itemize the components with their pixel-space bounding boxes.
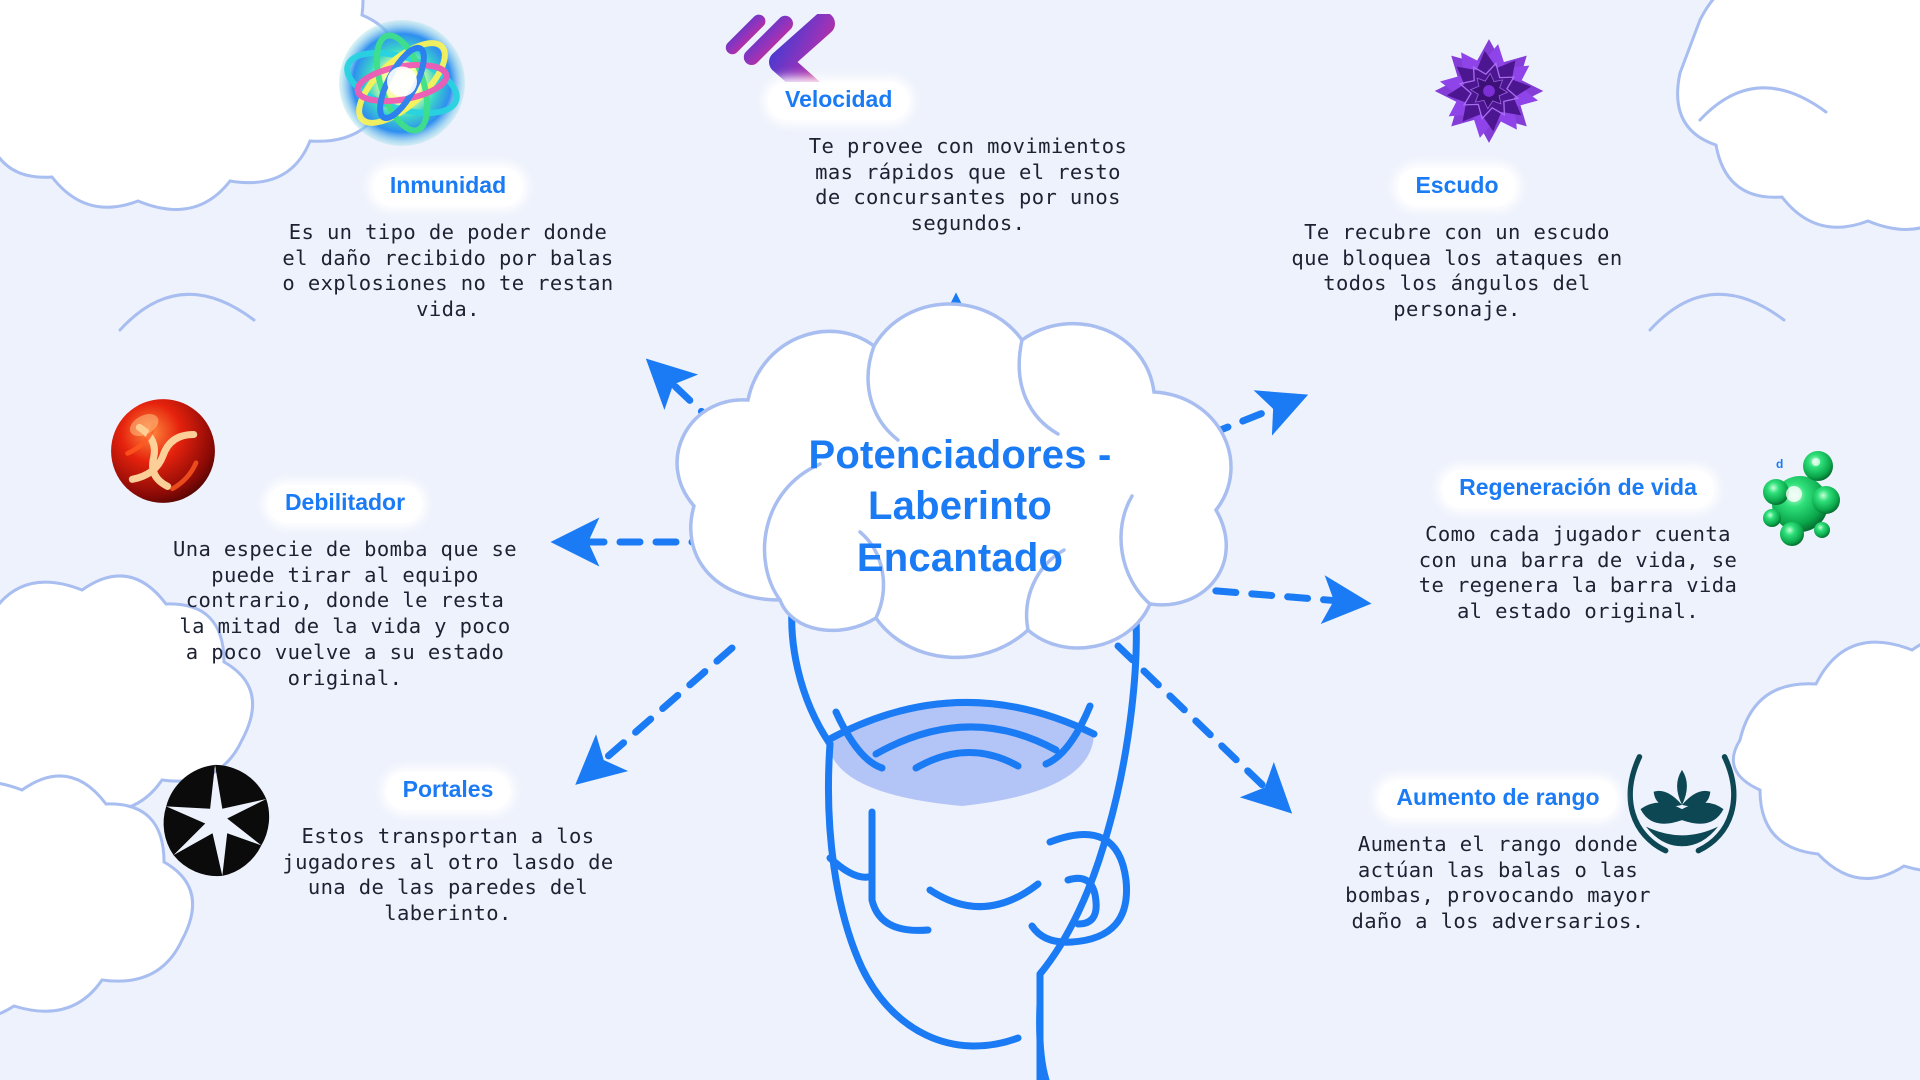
topic-rango[interactable]: Aumento de rango Aumenta el rango donde … xyxy=(1298,780,1698,935)
svg-text:d: d xyxy=(1776,457,1783,471)
topic-body-debilitador: Una especie de bomba que se puede tirar … xyxy=(172,536,518,690)
green-blob-regeneration-icon: d xyxy=(1763,451,1840,546)
purple-mandala-shield-icon xyxy=(1434,39,1544,143)
teal-lotus-range-icon xyxy=(1627,754,1737,854)
black-aperture-portal-icon xyxy=(163,764,270,877)
arrow-regeneracion xyxy=(1176,575,1372,625)
topic-label-velocidad[interactable]: Velocidad xyxy=(768,82,910,120)
topic-body-portales: Estos transportan a los jugadores al otr… xyxy=(282,823,614,926)
topic-body-regeneracion: Como cada jugador cuenta con una barra d… xyxy=(1418,521,1738,624)
topic-label-portales[interactable]: Portales xyxy=(385,772,511,810)
topic-regeneracion[interactable]: Regeneración de vida Como cada jugador c… xyxy=(1378,470,1778,625)
topic-label-inmunidad[interactable]: Inmunidad xyxy=(372,168,524,206)
center-cloud xyxy=(675,302,1233,660)
topic-label-debilitador[interactable]: Debilitador xyxy=(267,485,423,523)
topic-label-rango[interactable]: Aumento de rango xyxy=(1379,780,1617,818)
topic-body-rango: Aumenta el rango donde actúan las balas … xyxy=(1345,831,1651,934)
topic-escudo[interactable]: Escudo Te recubre con un escudo que bloq… xyxy=(1248,168,1666,323)
topic-body-velocidad: Te provee con movimientos mas rápidos qu… xyxy=(808,133,1128,236)
red-fire-orb-icon xyxy=(111,399,215,503)
topic-body-escudo: Te recubre con un escudo que bloquea los… xyxy=(1291,219,1623,322)
topic-label-regeneracion[interactable]: Regeneración de vida xyxy=(1442,470,1714,508)
arrow-portales xyxy=(575,644,736,785)
topic-inmunidad[interactable]: Inmunidad Es un tipo de poder donde el d… xyxy=(238,168,658,323)
arrow-rango xyxy=(1114,642,1293,814)
topic-debilitador[interactable]: Debilitador Una especie de bomba que se … xyxy=(140,485,550,692)
topic-velocidad[interactable]: Velocidad Te provee con movimientos mas … xyxy=(768,82,1168,237)
topic-body-inmunidad: Es un tipo de poder donde el daño recibi… xyxy=(282,219,614,322)
rainbow-energy-orb-icon xyxy=(339,20,465,146)
topic-portales[interactable]: Portales Estos transportan a los jugador… xyxy=(248,772,648,927)
topic-label-escudo[interactable]: Escudo xyxy=(1398,168,1516,206)
